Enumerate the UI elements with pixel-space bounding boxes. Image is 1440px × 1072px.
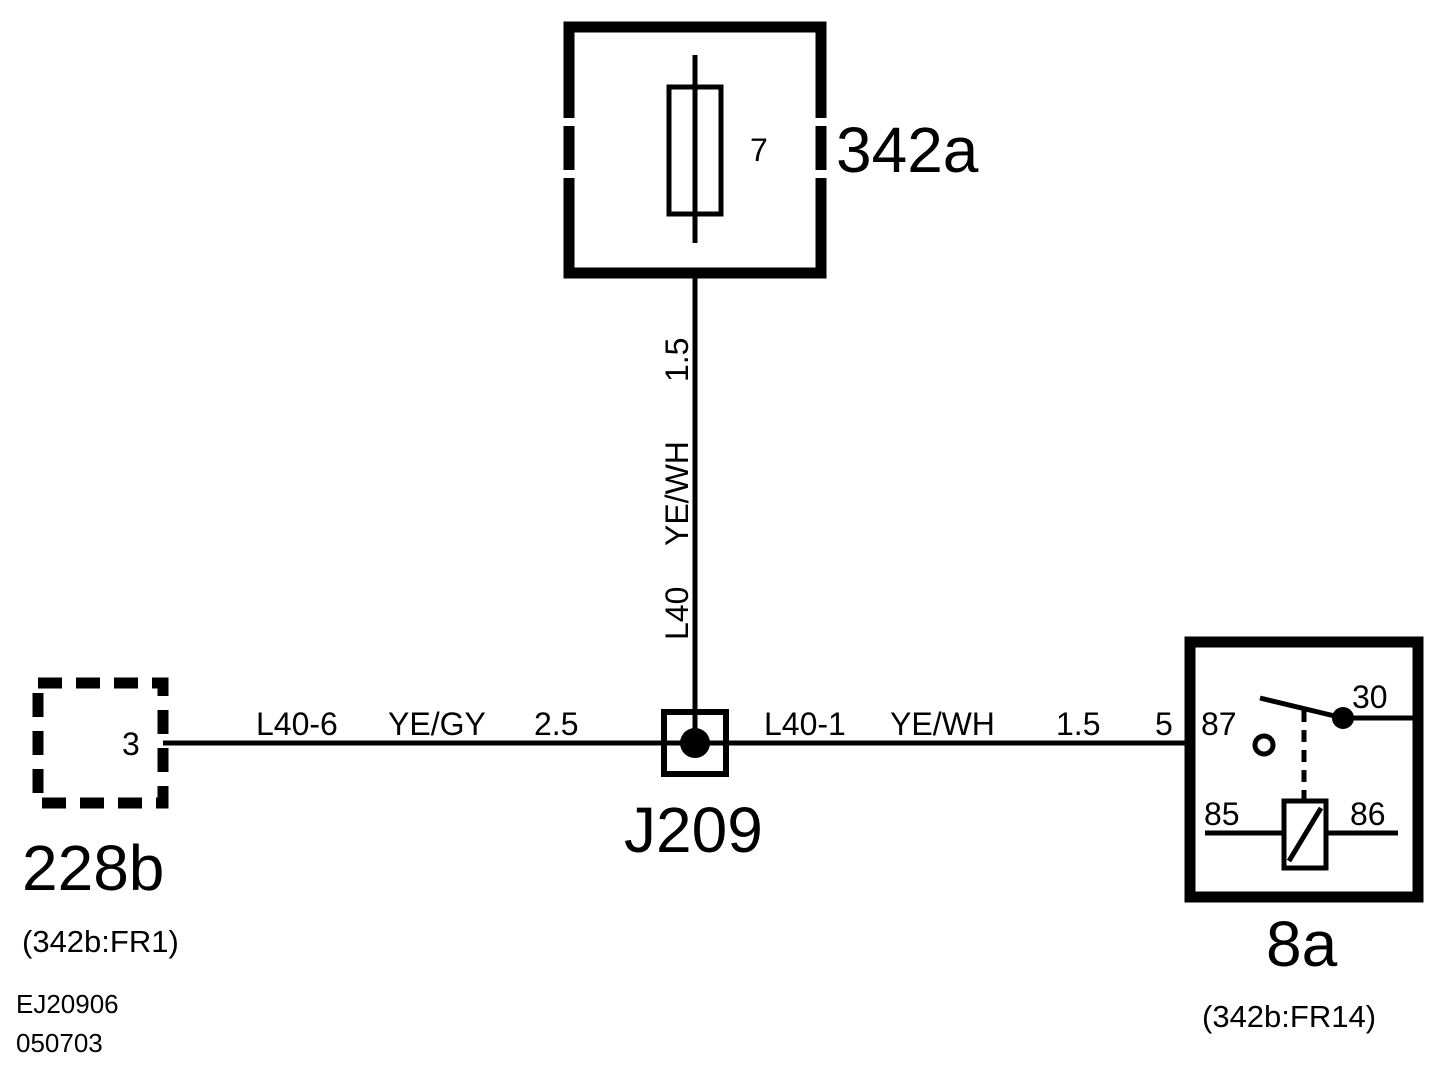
relay-coil-icon bbox=[1205, 798, 1398, 871]
junction-label: J209 bbox=[624, 794, 763, 866]
fuse-icon bbox=[666, 55, 724, 243]
fuse-box-label: 342a bbox=[836, 114, 979, 186]
relay-pin-86: 86 bbox=[1350, 796, 1386, 832]
drawing-id-line2: 050703 bbox=[16, 1028, 103, 1058]
drawing-id-line1: EJ20906 bbox=[16, 989, 119, 1019]
relay-connector-pin: 5 bbox=[1155, 706, 1173, 742]
wire-vertical-size: 1.5 bbox=[659, 338, 695, 382]
connector-228b-pin: 3 bbox=[122, 726, 140, 762]
wire-left-color: YE/GY bbox=[388, 706, 486, 742]
fuse-number: 7 bbox=[750, 132, 768, 168]
wire-right-size: 1.5 bbox=[1056, 706, 1100, 742]
connector-228b-ref: (342b:FR1) bbox=[22, 924, 179, 959]
wire-left-size: 2.5 bbox=[534, 706, 578, 742]
relay-pin-30: 30 bbox=[1352, 679, 1388, 715]
wire-vertical-circuit: L40 bbox=[659, 587, 695, 640]
relay-switch-icon bbox=[1252, 695, 1413, 800]
connector-228b: 3 228b (342b:FR1) bbox=[22, 677, 179, 959]
wires bbox=[163, 273, 1190, 746]
wire-right-circuit: L40-1 bbox=[764, 706, 846, 742]
relay-pin-87: 87 bbox=[1201, 706, 1237, 742]
wire-left-circuit: L40-6 bbox=[256, 706, 338, 742]
junction-dot-icon bbox=[680, 728, 710, 758]
relay-pin-85: 85 bbox=[1204, 796, 1240, 832]
relay-label: 8a bbox=[1266, 908, 1338, 980]
relay-ref: (342b:FR14) bbox=[1202, 999, 1376, 1034]
connector-228b-label: 228b bbox=[22, 832, 164, 904]
wire-vertical-color: YE/WH bbox=[659, 441, 695, 546]
junction-j209: J209 bbox=[624, 709, 763, 866]
fuse-box-342a: 7 342a bbox=[560, 21, 979, 279]
relay-8a: 5 87 30 85 86 8a (342b:FR14) bbox=[1155, 636, 1424, 1034]
wire-right-color: YE/WH bbox=[890, 706, 995, 742]
